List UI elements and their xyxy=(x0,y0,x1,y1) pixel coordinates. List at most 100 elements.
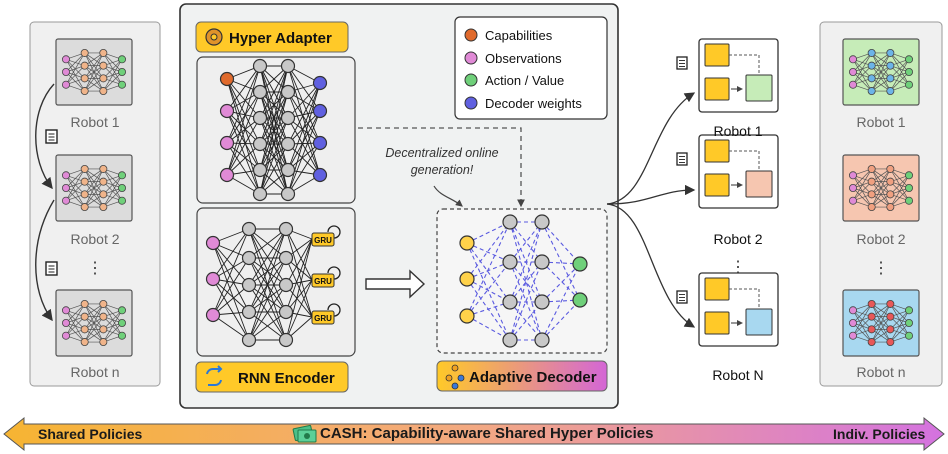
left-share-arrow-1 xyxy=(35,83,55,190)
thumb-node xyxy=(905,80,914,89)
hyper-node xyxy=(252,58,268,74)
legend-capabilities-label: Capabilities xyxy=(485,28,553,43)
rnn-node xyxy=(241,250,257,266)
thumb-node xyxy=(118,80,127,89)
robot-1-arrow xyxy=(606,92,696,205)
thumb-node xyxy=(62,196,71,205)
thumb-node xyxy=(867,312,876,321)
thumb-node xyxy=(99,61,108,70)
left-share-arrow-2 xyxy=(35,199,55,322)
thumb-node xyxy=(62,171,71,180)
robot-2-card xyxy=(698,134,779,209)
hyper-node xyxy=(252,186,268,202)
thumb-node xyxy=(886,203,895,212)
thumb-node xyxy=(80,190,89,199)
thumb-node xyxy=(905,318,914,327)
thumb-node xyxy=(118,68,127,77)
hyper-node xyxy=(252,84,268,100)
decoder-node xyxy=(502,332,518,348)
thumb-node xyxy=(99,338,108,347)
rnn-node xyxy=(205,271,221,287)
loop-icon xyxy=(206,365,223,387)
legend-observations-dot xyxy=(464,51,478,65)
encoder-to-decoder-arrow xyxy=(365,269,426,299)
banner-title: CASH: Capability-aware Shared Hyper Poli… xyxy=(320,425,654,442)
thumb-node xyxy=(905,171,914,180)
thumb-node xyxy=(849,80,858,89)
document-icon xyxy=(45,129,58,144)
thumb-node xyxy=(99,190,108,199)
thumb-node xyxy=(886,338,895,347)
robot-card-label-1: Robot 1 xyxy=(713,123,762,139)
thumb-node xyxy=(62,318,71,327)
rnn-node xyxy=(241,221,257,237)
decoder-node xyxy=(502,214,518,230)
right-robot-n-policy xyxy=(842,289,920,357)
thumb-node xyxy=(849,196,858,205)
right-robot-2-policy xyxy=(842,154,920,222)
hyper-node xyxy=(312,135,328,151)
document-icon xyxy=(676,290,688,304)
rnn-node xyxy=(278,277,294,293)
thumb-node xyxy=(867,177,876,186)
gru-label: GRU xyxy=(314,314,332,323)
money-icon xyxy=(292,424,317,443)
thumb-node xyxy=(905,55,914,64)
thumb-node xyxy=(118,306,127,315)
thumb-node xyxy=(886,312,895,321)
robot-n-card xyxy=(698,272,779,347)
hyper-node xyxy=(280,58,296,74)
thumb-node xyxy=(80,338,89,347)
thumb-node xyxy=(905,183,914,192)
left-robot-label-1: Robot 1 xyxy=(70,114,119,130)
thumb-node xyxy=(867,74,876,83)
weights-generation-arrow xyxy=(358,127,525,208)
hyper-node xyxy=(280,186,296,202)
thumb-node xyxy=(886,48,895,57)
thumb-node xyxy=(62,68,71,77)
thumb-node xyxy=(867,87,876,96)
rnn-encoder-title: RNN Encoder xyxy=(238,370,335,387)
thumb-node xyxy=(886,87,895,96)
right-robot-1-policy xyxy=(842,38,920,106)
thumb-node xyxy=(80,61,89,70)
thumb-node xyxy=(99,87,108,96)
gear-icon xyxy=(205,28,223,46)
legend-action-dot xyxy=(464,73,478,87)
thumb-node xyxy=(99,325,108,334)
legend-box xyxy=(454,16,608,120)
thumb-node xyxy=(905,331,914,340)
decoder-node xyxy=(534,214,550,230)
right-robot-label-1: Robot 1 xyxy=(856,114,905,130)
adaptive-decoder-title: Adaptive Decoder xyxy=(469,369,597,386)
hyper-node xyxy=(312,75,328,91)
hyper-node xyxy=(252,162,268,178)
rnn-node xyxy=(278,332,294,348)
thumb-node xyxy=(867,203,876,212)
document-icon xyxy=(676,56,688,70)
hyper-node xyxy=(219,135,235,151)
rnn-node xyxy=(278,304,294,320)
robot-card-label-2: Robot 2 xyxy=(713,231,762,247)
hyper-node xyxy=(280,136,296,152)
thumb-node xyxy=(99,74,108,83)
document-icon xyxy=(45,261,58,276)
legend-action-label: Action / Value xyxy=(485,73,564,88)
thumb-node xyxy=(867,164,876,173)
thumb-node xyxy=(62,331,71,340)
thumb-node xyxy=(99,177,108,186)
thumb-node xyxy=(849,183,858,192)
thumb-node xyxy=(886,74,895,83)
gru-cell: GRU xyxy=(311,266,341,288)
rnn-encoder-badge xyxy=(195,361,349,393)
hyper-node xyxy=(219,103,235,119)
thumb-node xyxy=(80,164,89,173)
thumb-node xyxy=(849,55,858,64)
hyper-node xyxy=(219,167,235,183)
thumb-node xyxy=(62,306,71,315)
gru-label: GRU xyxy=(314,236,332,245)
thumb-node xyxy=(118,196,127,205)
thumb-node xyxy=(905,68,914,77)
thumb-node xyxy=(99,299,108,308)
hyper-node xyxy=(312,167,328,183)
